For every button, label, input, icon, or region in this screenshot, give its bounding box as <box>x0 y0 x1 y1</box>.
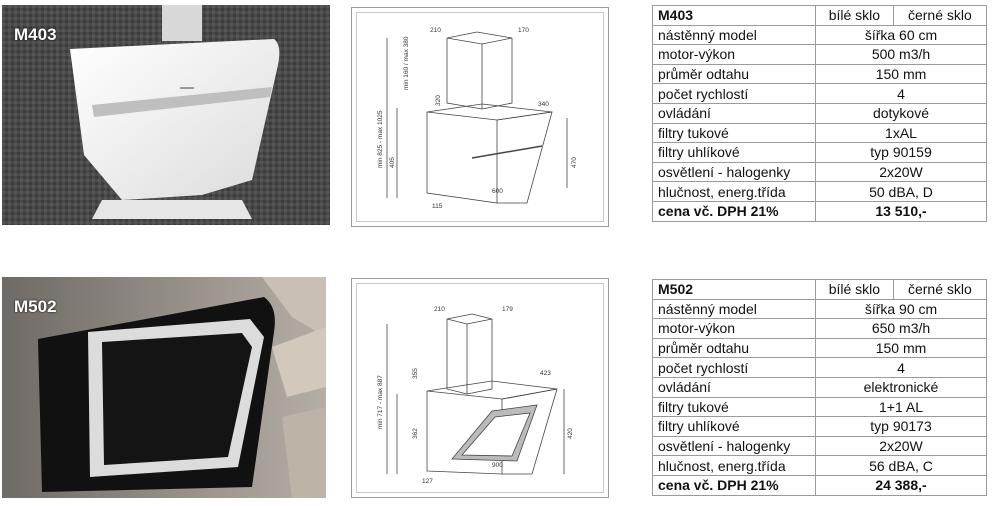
spec-value: dotykové <box>815 102 987 124</box>
spec-label: hlučnost, energ.třída <box>652 181 816 202</box>
color-option-black: černé sklo <box>892 279 988 300</box>
color-option-white: bílé sklo <box>815 5 894 26</box>
spec-label: počet rychlostí <box>652 357 816 378</box>
dimension-diagram-m403: 210 170 min 160 / max 380 320 340 min 82… <box>377 27 578 210</box>
spec-label: filtry tukové <box>652 122 816 144</box>
model-name: M403 <box>652 5 816 26</box>
spec-label: osvětlení - halogenky <box>652 161 816 183</box>
spec-value: typ 90173 <box>815 416 987 437</box>
spec-label: filtry uhlíkové <box>652 416 816 437</box>
spec-label: nástěnný model <box>652 298 816 320</box>
model-name: M502 <box>652 279 816 300</box>
spec-value: 4 <box>815 357 987 378</box>
spec-value: šířka 60 cm <box>815 24 987 46</box>
spec-table-m502: M502 bílé sklo černé sklo nástěnný model… <box>652 279 988 496</box>
spec-value: typ 90159 <box>815 142 987 163</box>
spec-value: 1xAL <box>815 122 987 144</box>
spec-value: 56 dBA, C <box>815 455 987 476</box>
spec-label: nástěnný model <box>652 24 816 46</box>
spec-value: šířka 90 cm <box>815 298 987 320</box>
dim-glass-height-m403: 470 <box>571 157 578 168</box>
dim-bottom-m403: 115 <box>432 203 443 210</box>
dim-hood-depth-m403: 340 <box>538 101 549 108</box>
dim-total-m502: min 717 - max 887 <box>377 375 384 429</box>
spec-label: počet rychlostí <box>652 83 816 104</box>
price-row: cena vč. DPH 21%13 510,- <box>652 200 987 222</box>
dim-hood-depth-m502: 423 <box>540 370 551 377</box>
spec-label: motor-výkon <box>652 44 816 65</box>
spec-value: 2x20W <box>815 161 987 183</box>
spec-label: motor-výkon <box>652 318 816 339</box>
spec-value: 2x20W <box>815 435 987 457</box>
color-option-white: bílé sklo <box>815 279 894 300</box>
dim-bottom-m502: 127 <box>422 478 433 485</box>
hood-photo-illustration-m403 <box>2 5 330 225</box>
dim-chimney-upper-m403: min 160 / max 380 <box>403 36 410 90</box>
dim-body-height-m403: 405 <box>389 157 396 168</box>
price-value: 13 510,- <box>815 200 987 222</box>
table-header-row: M403 bílé sklo černé sklo <box>652 5 988 26</box>
spec-value: 50 dBA, D <box>815 181 987 202</box>
price-row: cena vč. DPH 21%24 388,- <box>652 474 987 496</box>
color-option-black: černé sklo <box>892 5 988 26</box>
product-photo-m502: M502 <box>2 277 326 498</box>
spec-value: 150 mm <box>815 63 987 85</box>
spec-table-m403: M403 bílé sklo černé sklo nástěnný model… <box>652 5 988 222</box>
dimension-diagram-m502: 210 179 355 423 min 717 - max 887 362 42… <box>377 306 574 485</box>
table-header-row: M502 bílé sklo černé sklo <box>652 279 988 300</box>
hood-photo-illustration-m502 <box>2 277 326 498</box>
spec-value: elektronické <box>815 376 987 398</box>
spec-value: 150 mm <box>815 337 987 359</box>
spec-label: průměr odtahu <box>652 337 816 359</box>
dim-width-m502: 900 <box>492 462 503 469</box>
dim-total-m403: min 825 - max 1025 <box>377 110 384 168</box>
price-label: cena vč. DPH 21% <box>652 200 816 222</box>
dim-top-left-m403: 210 <box>430 27 441 34</box>
dim-body-height-m502: 362 <box>412 428 419 439</box>
dim-top-left-m502: 210 <box>434 306 445 313</box>
technical-drawing-m403: 210 170 min 160 / max 380 320 340 min 82… <box>351 7 609 227</box>
product-photo-m403: M403 <box>2 5 330 225</box>
price-label: cena vč. DPH 21% <box>652 474 816 496</box>
dim-glass-height-m502: 420 <box>567 428 574 439</box>
technical-drawing-m502: 210 179 355 423 min 717 - max 887 362 42… <box>351 278 609 498</box>
spec-label: ovládání <box>652 376 816 398</box>
spec-label: filtry uhlíkové <box>652 142 816 163</box>
spec-label: osvětlení - halogenky <box>652 435 816 457</box>
dim-chimney-m502: 355 <box>412 368 419 379</box>
dim-top-right-m502: 179 <box>502 306 513 313</box>
spec-label: filtry tukové <box>652 396 816 418</box>
spec-label: průměr odtahu <box>652 63 816 85</box>
spec-value: 4 <box>815 83 987 104</box>
model-label-m502: M502 <box>14 297 57 316</box>
model-label-m403: M403 <box>14 25 57 44</box>
spec-value: 500 m3/h <box>815 44 987 65</box>
dim-top-right-m403: 170 <box>518 27 529 34</box>
dim-width-m403: 600 <box>492 188 503 195</box>
spec-value: 650 m3/h <box>815 318 987 339</box>
spec-label: hlučnost, energ.třída <box>652 455 816 476</box>
price-value: 24 388,- <box>815 474 987 496</box>
spec-value: 1+1 AL <box>815 396 987 418</box>
spec-label: ovládání <box>652 102 816 124</box>
dim-chimney-lower-m403: 320 <box>435 95 442 106</box>
